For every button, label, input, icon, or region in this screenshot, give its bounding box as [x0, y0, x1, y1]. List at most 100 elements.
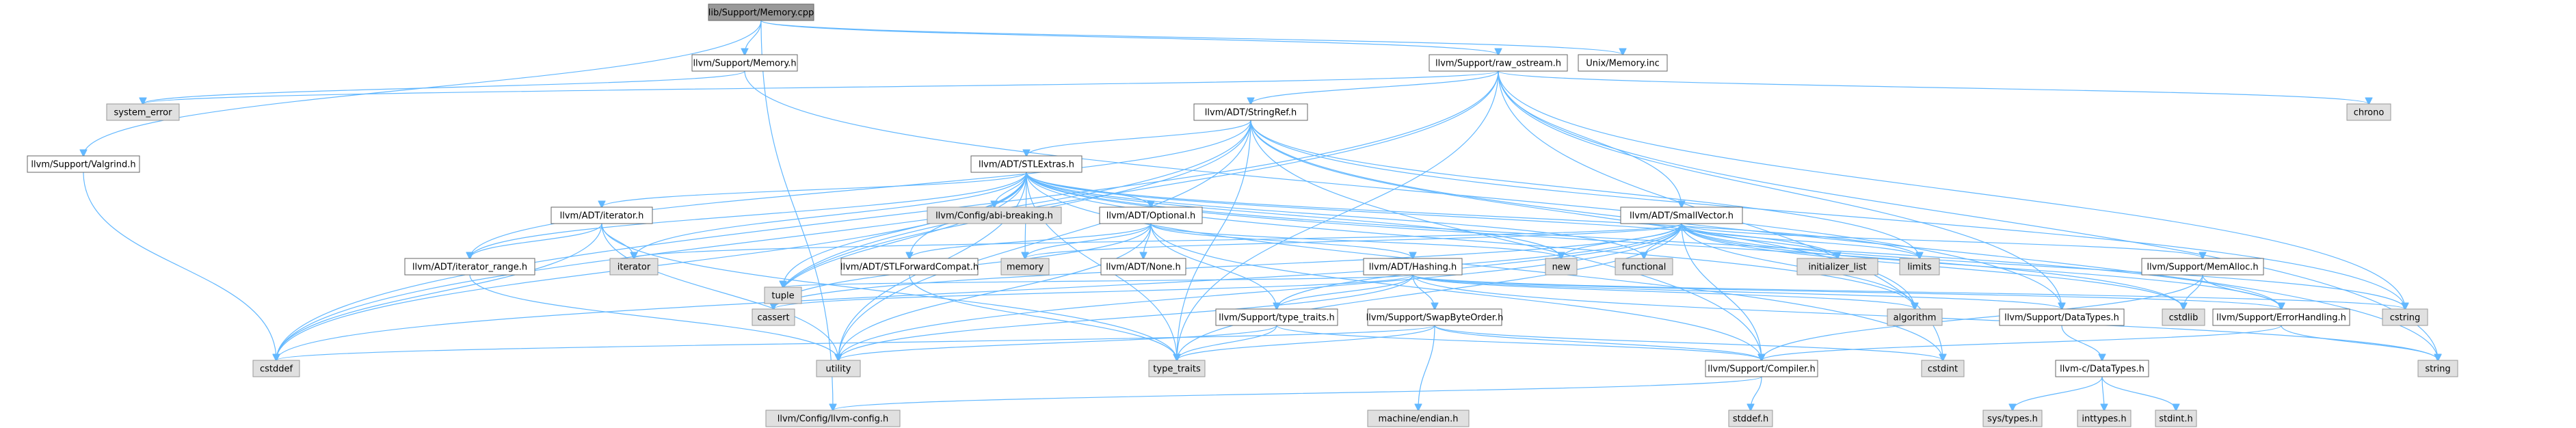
edge-stlextras-to-cstdlib: [1026, 172, 2183, 309]
node-label: inttypes.h: [2082, 414, 2126, 425]
edge-stlextras-to-cstdint: [1026, 172, 1943, 360]
node-memalloc[interactable]: llvm/Support/MemAlloc.h: [2141, 258, 2264, 276]
node-chrono[interactable]: chrono: [2346, 103, 2391, 121]
edge-raw_ostream-to-cassert: [773, 70, 1499, 309]
node-functional[interactable]: functional: [1615, 258, 1673, 276]
node-cassert[interactable]: cassert: [752, 308, 795, 326]
node-iterator[interactable]: iterator: [609, 258, 659, 276]
node-optional[interactable]: llvm/ADT/Optional.h: [1099, 206, 1203, 224]
edge-compiler-to-stddef: [1751, 376, 1762, 410]
node-memory_h[interactable]: llvm/Support/Memory.h: [691, 54, 798, 72]
node-box: [927, 206, 1062, 224]
node-box: [27, 155, 140, 173]
edge-type_traits_h-to-utility: [838, 325, 1277, 360]
node-datatypes[interactable]: llvm/Support/DataTypes.h: [1999, 308, 2125, 326]
edge-hashing-to-type_traits_h: [1277, 274, 1413, 309]
edge-stlextras-to-iterator: [634, 172, 1027, 258]
node-system_error[interactable]: system_error: [106, 103, 180, 121]
node-machine_endian[interactable]: machine/endian.h: [1367, 410, 1470, 427]
node-cstring[interactable]: cstring: [2382, 308, 2428, 326]
node-label: chrono: [2354, 108, 2385, 118]
node-initializer_list[interactable]: initializer_list: [1796, 258, 1878, 276]
node-cstddef[interactable]: cstddef: [252, 360, 300, 377]
node-box: [1148, 360, 1206, 377]
node-memory_cpp[interactable]: lib/Support/Memory.cpp: [708, 3, 814, 21]
node-stddef[interactable]: stddef.h: [1728, 410, 1773, 427]
node-label: llvm/Support/raw_ostream.h: [1435, 59, 1561, 69]
node-iterator_range[interactable]: llvm/ADT/iterator_range.h: [404, 258, 535, 276]
node-swapbyteorder[interactable]: llvm/Support/SwapByteOrder.h: [1366, 308, 1504, 326]
node-stlextras[interactable]: llvm/ADT/STLExtras.h: [970, 155, 1083, 173]
edge-swapbyteorder-to-cstdint: [1434, 325, 1943, 360]
edge-raw_ostream-to-cstddef: [276, 70, 1499, 360]
node-label: cassert: [757, 313, 789, 323]
node-box: [1620, 206, 1743, 224]
node-raw_ostream[interactable]: llvm/Support/raw_ostream.h: [1429, 54, 1568, 72]
node-label: utility: [826, 364, 851, 375]
node-box: [609, 258, 659, 276]
node-limits[interactable]: limits: [1899, 258, 1940, 276]
node-cstdlib[interactable]: cstdlib: [2162, 308, 2205, 326]
node-c_datatypes[interactable]: llvm-c/DataTypes.h: [2055, 360, 2149, 377]
node-box: [1429, 54, 1568, 72]
edge-hashing-to-cassert: [773, 274, 1413, 309]
edge-smallvector-to-compiler: [1681, 223, 1762, 360]
node-stringref[interactable]: llvm/ADT/StringRef.h: [1193, 103, 1308, 121]
node-inttypes[interactable]: inttypes.h: [2077, 410, 2132, 427]
node-label: llvm/Support/Compiler.h: [1708, 364, 1815, 375]
edge-stlextras-to-algorithm: [1026, 172, 1915, 309]
node-sys_types[interactable]: sys/types.h: [1982, 410, 2043, 427]
node-box: [1796, 258, 1878, 276]
edge-raw_ostream-to-string: [1498, 70, 2438, 360]
edge-datatypes-to-c_datatypes: [2061, 325, 2102, 360]
edge-stlextras-to-functional: [1026, 172, 1644, 258]
node-abi_breaking[interactable]: llvm/Config/abi-breaking.h: [927, 206, 1062, 224]
edge-stlextras-to-new: [1026, 172, 1561, 258]
node-string[interactable]: string: [2417, 360, 2458, 377]
edge-memalloc-to-cstdlib: [2183, 274, 2203, 309]
node-box: [1899, 258, 1940, 276]
node-memory[interactable]: memory: [1000, 258, 1050, 276]
node-errorhandling[interactable]: llvm/Support/ErrorHandling.h: [2212, 308, 2350, 326]
edge-memory_cpp-to-memory_h: [745, 20, 762, 55]
node-tuple[interactable]: tuple: [764, 286, 802, 304]
node-cstdint[interactable]: cstdint: [1921, 360, 1965, 377]
node-algorithm[interactable]: algorithm: [1887, 308, 1943, 326]
edge-smallvector-to-type_traits: [1177, 223, 1682, 360]
edge-compiler-to-llvm_config: [833, 376, 1762, 410]
edge-stlextras-to-tuple: [783, 172, 1027, 287]
node-adt_iterator[interactable]: llvm/ADT/iterator.h: [550, 206, 653, 224]
node-hashing[interactable]: llvm/ADT/Hashing.h: [1363, 258, 1463, 276]
node-label: cstdint: [1928, 364, 1958, 375]
node-box: [708, 3, 814, 21]
node-label: memory: [1007, 263, 1044, 273]
node-label: llvm/ADT/Optional.h: [1106, 211, 1196, 222]
edge-hashing-to-errorhandling: [1412, 274, 2281, 309]
node-label: llvm/Support/Valgrind.h: [31, 160, 135, 170]
node-box: [752, 308, 795, 326]
node-valgrind[interactable]: llvm/Support/Valgrind.h: [27, 155, 140, 173]
node-unix_memory[interactable]: Unix/Memory.inc: [1578, 54, 1668, 72]
node-label: llvm/Config/llvm-config.h: [778, 414, 888, 425]
node-box: [1215, 308, 1338, 326]
dependency-edges: [83, 20, 2438, 410]
node-llvm_config[interactable]: llvm/Config/llvm-config.h: [765, 410, 901, 427]
edge-optional-to-utility: [838, 223, 1152, 360]
node-stlforward[interactable]: llvm/ADT/STLForwardCompat.h: [840, 258, 979, 276]
node-box: [816, 360, 861, 377]
node-label: llvm/ADT/Hashing.h: [1369, 263, 1457, 273]
node-type_traits[interactable]: type_traits: [1148, 360, 1206, 377]
node-utility[interactable]: utility: [816, 360, 861, 377]
node-compiler[interactable]: llvm/Support/Compiler.h: [1705, 360, 1818, 377]
node-type_traits_h[interactable]: llvm/Support/type_traits.h: [1215, 308, 1338, 326]
edge-valgrind-to-cstddef: [83, 172, 276, 360]
node-box: [106, 103, 180, 121]
node-none[interactable]: llvm/ADT/None.h: [1100, 258, 1186, 276]
node-new[interactable]: new: [1545, 258, 1578, 276]
edge-optional-to-memory: [1025, 223, 1152, 258]
node-label: Unix/Memory.inc: [1586, 59, 1660, 69]
node-smallvector[interactable]: llvm/ADT/SmallVector.h: [1620, 206, 1743, 224]
node-stdint[interactable]: stdint.h: [2155, 410, 2197, 427]
edge-hashing-to-swapbyteorder: [1412, 274, 1435, 309]
node-box: [1999, 308, 2125, 326]
